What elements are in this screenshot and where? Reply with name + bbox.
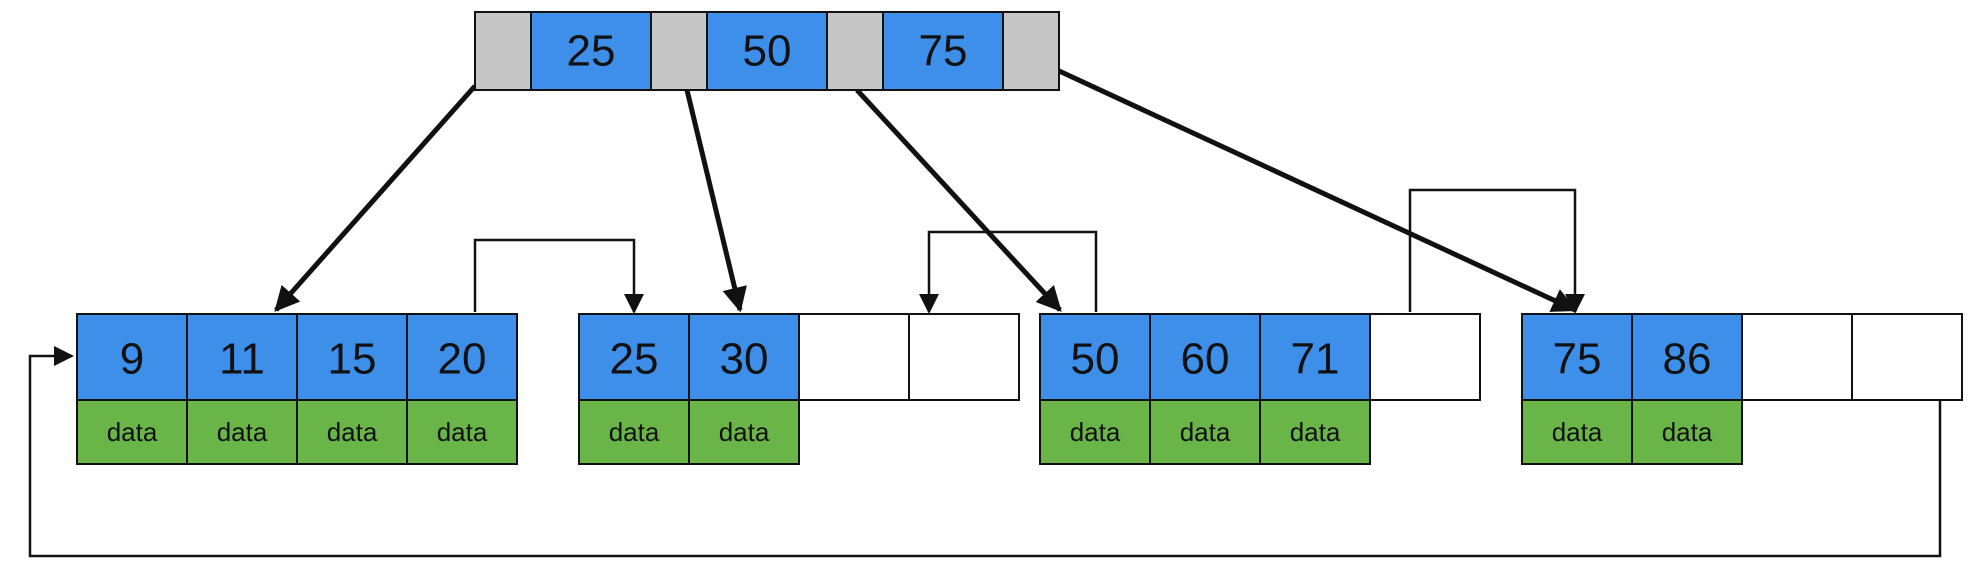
root-key-cell [882, 11, 1004, 91]
leaf-key-cell [296, 313, 408, 401]
leaf-empty-cell [1851, 313, 1963, 401]
leaf-key-label: 71 [1291, 335, 1340, 384]
leaf-data-label: data [1290, 417, 1341, 447]
leaf-key-label: 9 [120, 335, 144, 384]
leaf-key-cell [406, 313, 518, 401]
sibling-link-1-2 [473, 238, 644, 314]
leaf-data-cell [406, 399, 518, 465]
leaf-data-label: data [217, 417, 268, 447]
leaf-data-cell [1259, 399, 1371, 465]
leaf-data-cell [1039, 399, 1151, 465]
leaf-key-label: 75 [1553, 335, 1602, 384]
root-to-leaf-1-arrow [274, 84, 477, 312]
sibling-link-2-3 [919, 230, 1098, 314]
root-key-label: 25 [567, 27, 616, 76]
leaf-key-label: 15 [328, 335, 377, 384]
leaf-node-1: 9 11 15 20 data data data data [76, 313, 518, 465]
leaf-data-cell [688, 399, 800, 465]
leaf-data-label: data [437, 417, 488, 447]
root-key-cell [706, 11, 828, 91]
leaf-data-label: data [609, 417, 660, 447]
root-pointer-cell [826, 11, 884, 91]
leaf-data-label: data [1070, 417, 1121, 447]
root-pointer-cell [474, 11, 532, 91]
leaf-empty-cell [908, 313, 1020, 401]
root-to-leaf-2-arrow [684, 89, 747, 313]
sibling-link-3-4 [1408, 188, 1585, 314]
root-key-label: 75 [919, 27, 968, 76]
leaf-key-label: 86 [1663, 335, 1712, 384]
bottom-wraparound-link [28, 346, 1942, 558]
leaf-data-label: data [327, 417, 378, 447]
leaf-data-label: data [107, 417, 158, 447]
leaf-key-cell [1259, 313, 1371, 401]
leaf-data-cell [76, 399, 188, 465]
leaf-node-3: 50 60 71 data data data [1039, 313, 1481, 465]
leaf-empty-cell [1369, 313, 1481, 401]
leaf-key-cell [1521, 313, 1633, 401]
leaf-key-cell [1039, 313, 1151, 401]
leaf-data-cell [1631, 399, 1743, 465]
leaf-key-label: 25 [610, 335, 659, 384]
leaf-key-label: 50 [1071, 335, 1120, 384]
leaf-node-4: 75 86 data data [1521, 313, 1963, 465]
leaf-key-label: 60 [1181, 335, 1230, 384]
leaf-key-label: 11 [219, 335, 265, 384]
leaf-key-cell [1149, 313, 1261, 401]
root-pointer-cell [1002, 11, 1060, 91]
leaf-data-label: data [1662, 417, 1713, 447]
leaf-data-cell [186, 399, 298, 465]
root-to-leaf-4-arrow [1055, 67, 1578, 313]
leaf-empty-cell [798, 313, 910, 401]
leaf-data-label: data [719, 417, 770, 447]
leaf-empty-cell [1741, 313, 1853, 401]
root-node: 25 50 75 [474, 11, 1060, 91]
root-to-leaf-3-arrow [855, 88, 1062, 312]
connections [28, 67, 1942, 558]
root-key-label: 50 [743, 27, 792, 76]
leaf-key-cell [688, 313, 800, 401]
leaf-key-label: 20 [438, 335, 487, 384]
leaf-key-label: 30 [720, 335, 769, 384]
leaf-data-label: data [1180, 417, 1231, 447]
leaf-data-label: data [1552, 417, 1603, 447]
leaf-data-cell [1521, 399, 1633, 465]
leaf-node-2: 25 30 data data [578, 313, 1020, 465]
root-pointer-cell [650, 11, 708, 91]
leaf-nodes: 9 11 15 20 data data data data 25 30 data data 50 60 7… [76, 313, 1963, 465]
leaf-data-cell [296, 399, 408, 465]
